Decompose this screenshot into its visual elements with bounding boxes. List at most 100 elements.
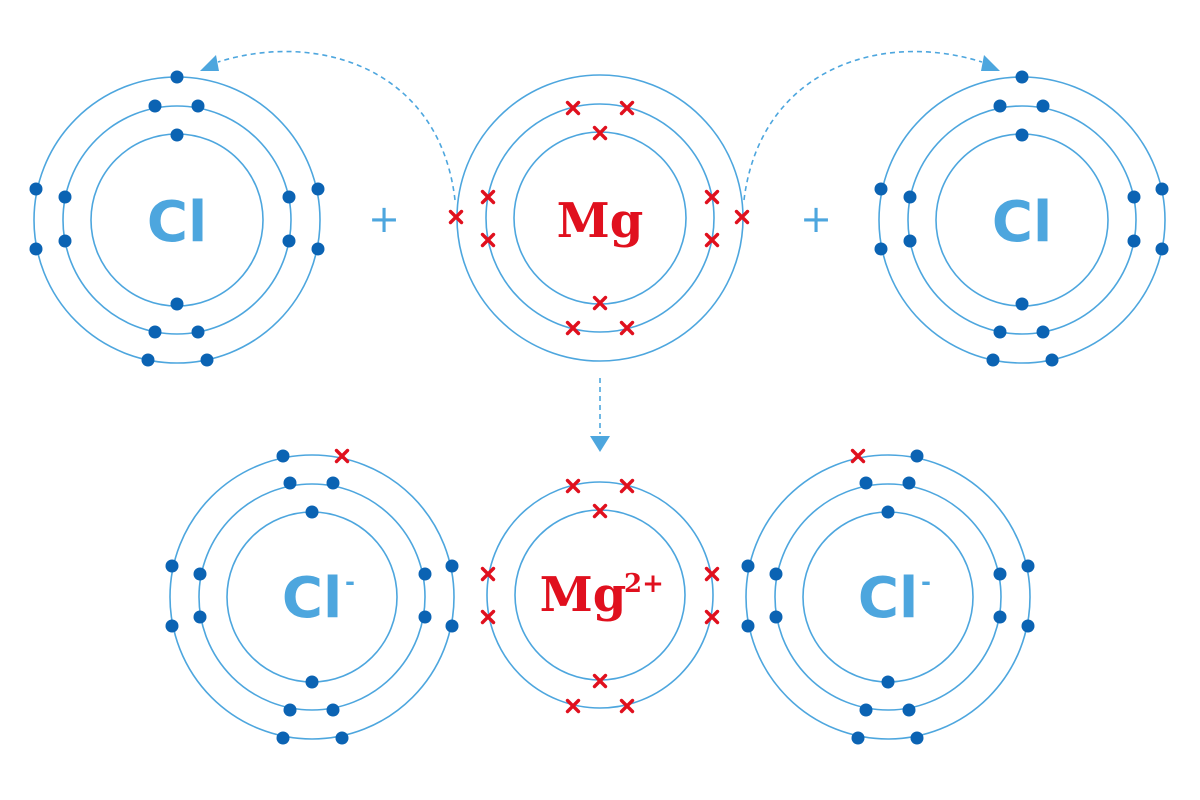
shell-2 — [198, 483, 426, 711]
shell-2 — [907, 105, 1137, 335]
electron-dot — [769, 610, 783, 624]
electron-dot — [193, 567, 207, 581]
shell-2 — [62, 105, 292, 335]
electron-dot — [418, 567, 432, 581]
magnesium-symbol: Mg — [557, 193, 644, 249]
chloride-charge: - — [345, 568, 355, 596]
electron-dot — [1021, 559, 1035, 573]
shell-3 — [169, 454, 455, 740]
arrow-head-icon — [200, 55, 219, 71]
electron-dot — [58, 190, 72, 204]
electron-cross-icon — [592, 125, 608, 141]
electron-dot — [874, 182, 888, 196]
electron-transfer-arrow-right — [743, 50, 1000, 201]
chloride-charge: - — [921, 568, 931, 596]
electron-transfer-arrow-left — [200, 50, 456, 201]
electron-dot — [191, 99, 205, 113]
electrons — [874, 70, 1169, 367]
electron-cross-icon — [592, 673, 608, 689]
electron-dot — [193, 610, 207, 624]
electron-dot — [1155, 182, 1169, 196]
chloride-symbol: Cl — [858, 566, 918, 631]
plus-sign-left: + — [368, 197, 400, 241]
electron-dot — [305, 675, 319, 689]
electron-dot — [881, 675, 895, 689]
electron-dot — [1015, 70, 1029, 84]
magnesium-ion-symbol: Mg — [540, 567, 627, 623]
electron-cross-icon — [734, 209, 750, 225]
electron-cross-icon — [592, 503, 608, 519]
electron-dot — [283, 476, 297, 490]
electron-dot — [170, 297, 184, 311]
electron-dot — [874, 242, 888, 256]
shell-2 — [486, 481, 714, 709]
electron-dot — [1127, 234, 1141, 248]
electron-dot — [859, 703, 873, 717]
electron-dot — [903, 234, 917, 248]
electron-dot — [305, 505, 319, 519]
electron-dot — [986, 353, 1000, 367]
electron-dot — [282, 190, 296, 204]
electron-dot — [335, 731, 349, 745]
electron-dot — [418, 610, 432, 624]
electron-dot — [191, 325, 205, 339]
electron-dot — [29, 242, 43, 256]
electron-dot — [276, 731, 290, 745]
electron-dot — [200, 353, 214, 367]
electron-dot — [741, 559, 755, 573]
electron-cross-icon — [592, 295, 608, 311]
chloride-symbol: Cl — [282, 566, 342, 631]
plus-sign-right: + — [800, 197, 832, 241]
electron-dot — [903, 190, 917, 204]
arrow-head-icon — [590, 436, 610, 452]
electron-dot — [993, 567, 1007, 581]
chlorine-atom-left: Cl — [29, 70, 325, 367]
electron-dot — [881, 505, 895, 519]
chloride-ion-right: Cl - — [741, 448, 1035, 745]
electron-dot — [851, 731, 865, 745]
electron-dot — [1015, 128, 1029, 142]
electron-dot — [276, 449, 290, 463]
electrons — [29, 70, 325, 367]
electron-dot — [993, 610, 1007, 624]
electron-dot — [141, 353, 155, 367]
shell-3 — [745, 454, 1031, 740]
electron-dot — [1021, 619, 1035, 633]
electron-dot — [326, 476, 340, 490]
electron-dot — [902, 476, 916, 490]
electron-dot — [29, 182, 43, 196]
shell-2 — [774, 483, 1002, 711]
electron-dot — [170, 128, 184, 142]
electron-cross-icon — [448, 209, 464, 225]
electron-dot — [165, 619, 179, 633]
electron-dot — [445, 619, 459, 633]
electron-dot — [910, 449, 924, 463]
electron-dot — [283, 703, 297, 717]
electron-dot — [311, 182, 325, 196]
electron-dot — [910, 731, 924, 745]
electron-dot — [1036, 325, 1050, 339]
magnesium-atom: Mg — [448, 74, 750, 362]
chlorine-symbol: Cl — [147, 190, 207, 255]
electron-dot — [148, 99, 162, 113]
electron-dot — [1127, 190, 1141, 204]
chlorine-symbol: Cl — [992, 190, 1052, 255]
electron-dot — [445, 559, 459, 573]
electron-dot — [1015, 297, 1029, 311]
arrow-head-icon — [981, 55, 1000, 71]
electron-dot — [769, 567, 783, 581]
magnesium-ion: Mg 2+ — [480, 478, 720, 714]
electron-cross-icon — [850, 448, 866, 464]
electron-dot — [993, 325, 1007, 339]
reaction-arrow-down — [590, 378, 610, 452]
electron-dot — [58, 234, 72, 248]
electron-dot — [1045, 353, 1059, 367]
electrons — [741, 448, 1035, 745]
electron-cross-icon — [334, 448, 350, 464]
magnesium-ion-charge: 2+ — [624, 569, 664, 599]
chlorine-atom-right: Cl — [874, 70, 1169, 367]
electrons — [165, 448, 459, 745]
electron-dot — [311, 242, 325, 256]
